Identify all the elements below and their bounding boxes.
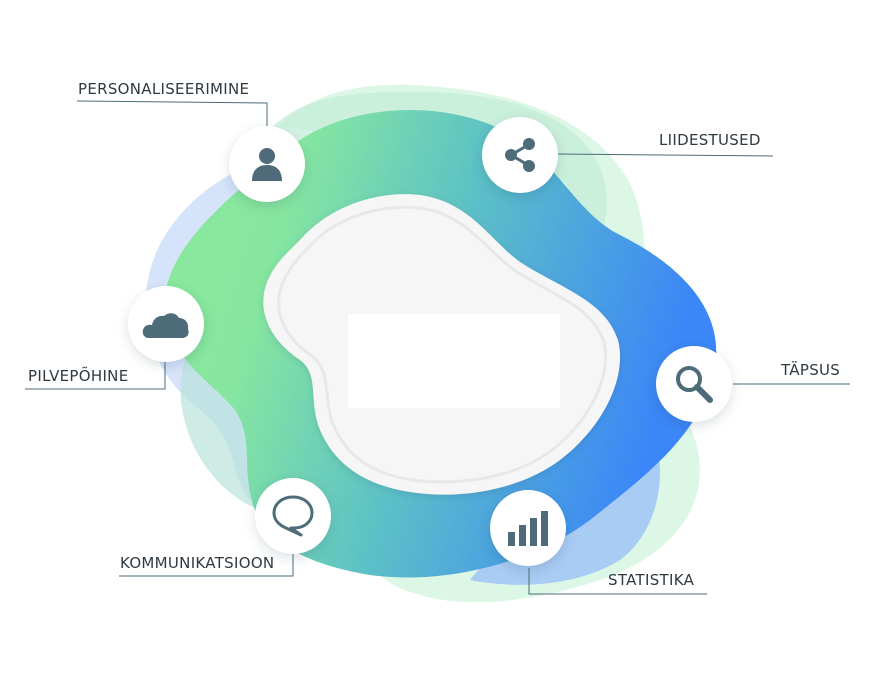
leader-line-statistics <box>528 568 707 595</box>
label-cloud: PILVEPÕHINE <box>28 367 129 385</box>
integrations-node[interactable] <box>482 117 558 193</box>
leader-line-communication <box>119 545 294 577</box>
personalization-node[interactable] <box>229 126 305 202</box>
label-personalization: PERSONALISEERIMINE <box>78 80 250 98</box>
label-integrations: LIIDESTUSED <box>659 131 761 149</box>
center-blob-ring <box>277 205 607 484</box>
chat-bubble-icon <box>272 495 314 537</box>
user-icon <box>252 148 282 181</box>
center-content-card <box>348 314 560 408</box>
label-statistics: STATISTIKA <box>608 571 695 589</box>
leader-line-integrations <box>557 153 774 157</box>
search-icon <box>676 366 713 403</box>
leader-line-personalization <box>76 100 268 130</box>
statistics-node[interactable] <box>490 490 566 566</box>
leader-lines <box>25 100 850 595</box>
share-icon <box>505 138 535 172</box>
label-accuracy: TÄPSUS <box>781 361 841 379</box>
communication-node[interactable] <box>255 478 331 554</box>
cloud-node[interactable] <box>128 286 204 362</box>
cloud-icon <box>142 313 189 338</box>
accuracy-node[interactable] <box>656 346 732 422</box>
label-communication: KOMMUNIKATSIOON <box>120 554 275 572</box>
leader-line-cloud <box>25 361 166 390</box>
bar-chart-icon <box>508 511 548 546</box>
